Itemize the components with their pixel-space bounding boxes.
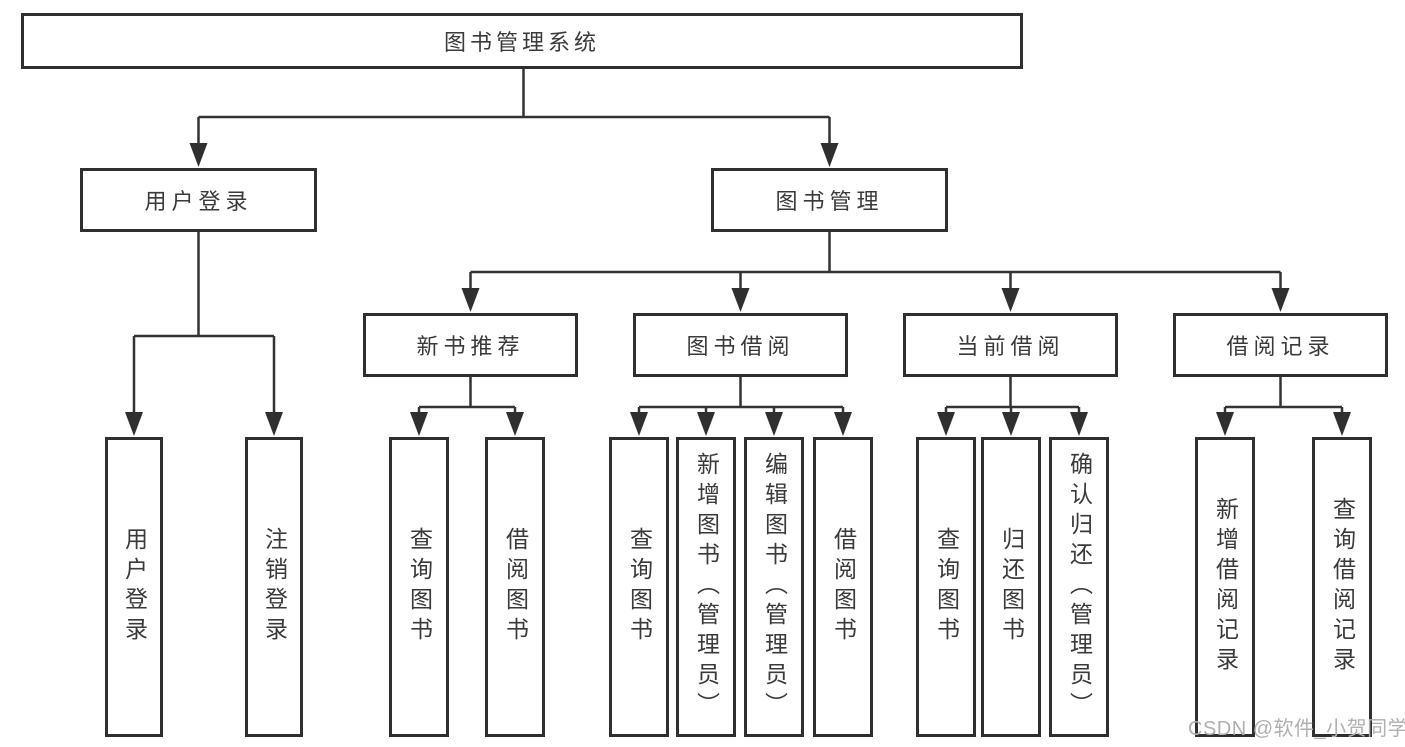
node-label: 图书管理 bbox=[775, 189, 884, 214]
leaf-query-borrow-record: 查询借阅记录 bbox=[1312, 437, 1372, 737]
node-user-login: 用户登录 bbox=[80, 168, 317, 232]
node-new-book-recommend: 新书推荐 bbox=[363, 313, 578, 377]
leaf-add-book-admin: 新增图书（管理员） bbox=[676, 437, 736, 737]
node-book-borrow: 图书借阅 bbox=[633, 313, 848, 377]
node-label: 借阅图书 bbox=[502, 527, 529, 647]
node-label: 新书推荐 bbox=[416, 334, 525, 359]
node-label: 查询图书 bbox=[933, 527, 960, 647]
watermark: CSDN @软件_小贺同学 bbox=[1188, 718, 1405, 740]
node-current-borrow: 当前借阅 bbox=[903, 313, 1118, 377]
node-label: 新增借阅记录 bbox=[1212, 497, 1239, 677]
node-label: 用户登录 bbox=[144, 189, 253, 214]
node-label: 图书管理系统 bbox=[443, 30, 600, 55]
node-label: 新增图书（管理员） bbox=[693, 452, 720, 722]
node-system: 图书管理系统 bbox=[21, 13, 1023, 69]
node-label: 确认归还（管理员） bbox=[1066, 452, 1093, 722]
leaf-add-borrow-record: 新增借阅记录 bbox=[1195, 437, 1255, 737]
node-label: 借阅记录 bbox=[1226, 334, 1335, 359]
node-borrow-records: 借阅记录 bbox=[1173, 313, 1388, 377]
leaf-borrow-books: 借阅图书 bbox=[813, 437, 873, 737]
leaf-return-book: 归还图书 bbox=[981, 437, 1041, 737]
node-label: 查询图书 bbox=[406, 527, 433, 647]
node-label: 图书借阅 bbox=[686, 334, 795, 359]
leaf-edit-book-admin: 编辑图书（管理员） bbox=[744, 437, 804, 737]
leaf-query-books-borrow: 查询图书 bbox=[609, 437, 669, 737]
node-label: 查询图书 bbox=[626, 527, 653, 647]
node-label: 当前借阅 bbox=[956, 334, 1065, 359]
leaf-query-books-current: 查询图书 bbox=[916, 437, 976, 737]
node-label: 注销登录 bbox=[261, 527, 288, 647]
node-label: 编辑图书（管理员） bbox=[761, 452, 788, 722]
node-label: 用户登录 bbox=[121, 527, 148, 647]
leaf-borrow-books-recommend: 借阅图书 bbox=[485, 437, 545, 737]
node-label: 归还图书 bbox=[998, 527, 1025, 647]
leaf-logout: 注销登录 bbox=[245, 437, 303, 737]
leaf-query-books-recommend: 查询图书 bbox=[389, 437, 449, 737]
leaf-user-login: 用户登录 bbox=[105, 437, 163, 737]
node-label: 查询借阅记录 bbox=[1329, 497, 1356, 677]
node-label: 借阅图书 bbox=[830, 527, 857, 647]
leaf-confirm-return-admin: 确认归还（管理员） bbox=[1049, 437, 1109, 737]
node-book-management: 图书管理 bbox=[711, 168, 948, 232]
